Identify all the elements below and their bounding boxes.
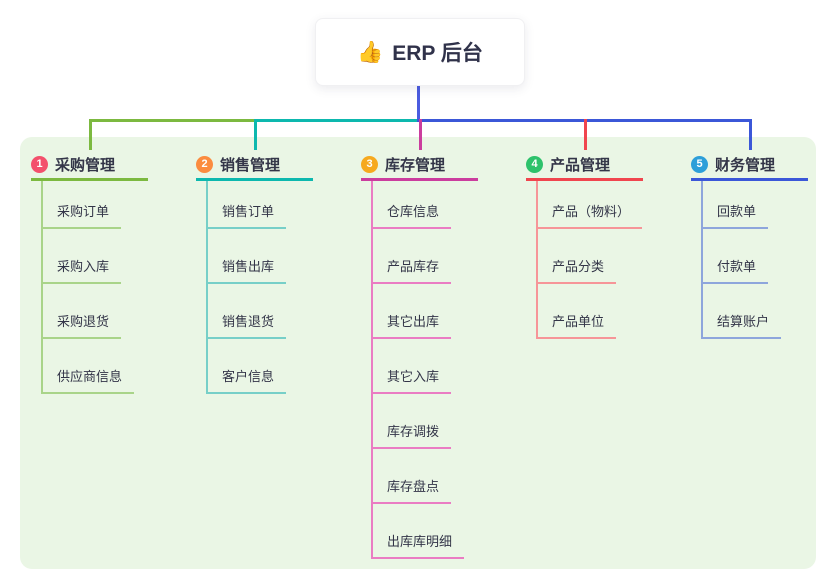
number-badge: 2 <box>196 155 213 173</box>
child-label: 产品（物料） <box>536 201 643 229</box>
child-list: 采购订单采购入库采购退货供应商信息 <box>41 181 135 394</box>
child-node[interactable]: 产品单位 <box>536 284 642 339</box>
branch-node[interactable]: 3 库存管理 <box>361 150 478 178</box>
child-label: 采购订单 <box>41 201 122 229</box>
child-node[interactable]: 采购入库 <box>41 229 134 284</box>
child-node[interactable]: 出库库明细 <box>371 504 465 559</box>
child-label: 付款单 <box>701 256 769 284</box>
child-node[interactable]: 付款单 <box>701 229 781 284</box>
child-label: 其它出库 <box>371 311 452 339</box>
root-connector-line <box>417 84 420 121</box>
branch-column: 2 销售管理销售订单销售出库销售退货客户信息 <box>196 150 366 394</box>
mindmap-panel <box>20 137 816 569</box>
child-label: 产品单位 <box>536 311 617 339</box>
branch-underline <box>361 178 478 181</box>
thumbs-up-icon: 👍 <box>357 40 384 64</box>
child-label: 产品分类 <box>536 256 617 284</box>
child-label: 结算账户 <box>701 311 782 339</box>
child-label: 采购入库 <box>41 256 122 284</box>
connector-line <box>254 119 257 150</box>
branch-underline <box>196 178 313 181</box>
branch-label: 采购管理 <box>55 156 116 174</box>
child-node[interactable]: 结算账户 <box>701 284 782 339</box>
branch-trunk-line <box>701 181 703 339</box>
child-node[interactable]: 采购订单 <box>41 181 134 229</box>
child-list: 产品（物料） 产品分类产品单位 <box>536 181 643 339</box>
branch-column: 4 产品管理产品（物料） 产品分类产品单位 <box>526 150 696 339</box>
connector-line <box>89 119 92 150</box>
branch-label: 财务管理 <box>715 156 776 174</box>
child-node[interactable]: 产品库存 <box>371 229 464 284</box>
branch-underline <box>691 178 808 181</box>
child-label: 销售订单 <box>206 201 287 229</box>
child-list: 仓库信息产品库存其它出库其它入库库存调拨库存盘点出库库明细 <box>371 181 465 559</box>
child-label: 供应商信息 <box>41 366 135 394</box>
child-node[interactable]: 其它入库 <box>371 339 464 394</box>
child-label: 回款单 <box>701 201 769 229</box>
branch-column: 3 库存管理仓库信息产品库存其它出库其它入库库存调拨库存盘点出库库明细 <box>361 150 531 559</box>
child-label: 库存调拨 <box>371 421 452 449</box>
branch-node[interactable]: 2 销售管理 <box>196 150 313 178</box>
child-label: 销售出库 <box>206 256 287 284</box>
branch-trunk-line <box>536 181 538 339</box>
child-node[interactable]: 其它出库 <box>371 284 464 339</box>
child-node[interactable]: 销售出库 <box>206 229 287 284</box>
connector-line <box>89 119 256 122</box>
child-node[interactable]: 客户信息 <box>206 339 287 394</box>
root-label: ERP 后台 <box>392 42 483 65</box>
child-node[interactable]: 库存调拨 <box>371 394 464 449</box>
connector-line <box>419 119 422 150</box>
number-badge: 4 <box>526 155 543 173</box>
child-node[interactable]: 供应商信息 <box>41 339 135 394</box>
branch-column: 1 采购管理采购订单采购入库采购退货供应商信息 <box>31 150 201 394</box>
branch-node[interactable]: 5 财务管理 <box>691 150 808 178</box>
connector-line <box>749 119 752 150</box>
child-node[interactable]: 销售退货 <box>206 284 287 339</box>
branch-underline <box>31 178 148 181</box>
child-label: 客户信息 <box>206 366 287 394</box>
child-node[interactable]: 库存盘点 <box>371 449 464 504</box>
branch-label: 库存管理 <box>385 156 446 174</box>
number-badge: 3 <box>361 155 378 173</box>
child-node[interactable]: 仓库信息 <box>371 181 464 229</box>
branch-label: 销售管理 <box>220 156 281 174</box>
child-label: 库存盘点 <box>371 476 452 504</box>
branch-column: 5 财务管理回款单付款单结算账户 <box>691 150 839 339</box>
child-list: 回款单付款单结算账户 <box>701 181 782 339</box>
branch-node[interactable]: 4 产品管理 <box>526 150 643 178</box>
branch-trunk-line <box>41 181 43 394</box>
number-badge: 1 <box>31 155 48 173</box>
child-label: 销售退货 <box>206 311 287 339</box>
child-label: 仓库信息 <box>371 201 452 229</box>
child-label: 其它入库 <box>371 366 452 394</box>
child-label: 出库库明细 <box>371 531 465 559</box>
branch-underline <box>526 178 643 181</box>
child-list: 销售订单销售出库销售退货客户信息 <box>206 181 287 394</box>
child-label: 产品库存 <box>371 256 452 284</box>
child-node[interactable]: 销售订单 <box>206 181 287 229</box>
branch-node[interactable]: 1 采购管理 <box>31 150 148 178</box>
branch-trunk-line <box>371 181 373 559</box>
connector-line <box>254 119 420 122</box>
child-node[interactable]: 产品（物料） <box>536 181 643 229</box>
branch-trunk-line <box>206 181 208 394</box>
child-node[interactable]: 产品分类 <box>536 229 642 284</box>
child-node[interactable]: 回款单 <box>701 181 781 229</box>
child-node[interactable]: 采购退货 <box>41 284 134 339</box>
connector-line <box>584 119 587 150</box>
root-node[interactable]: 👍 ERP 后台 <box>315 18 525 86</box>
child-label: 采购退货 <box>41 311 122 339</box>
number-badge: 5 <box>691 155 708 173</box>
branch-label: 产品管理 <box>550 156 611 174</box>
